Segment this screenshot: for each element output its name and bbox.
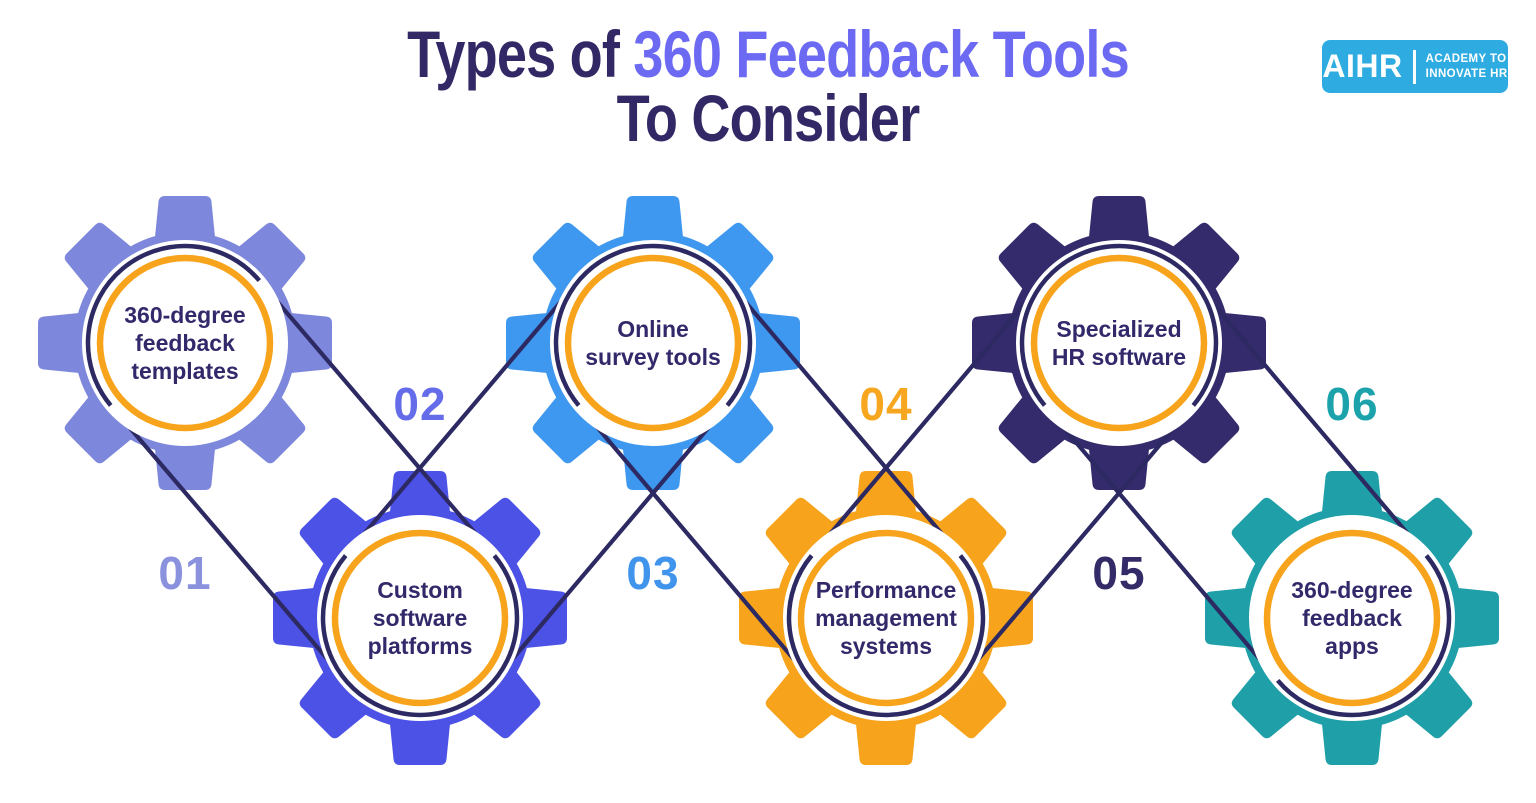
gear-faces bbox=[82, 240, 1455, 721]
gear-5-label: Specialized HR software bbox=[1051, 316, 1187, 370]
belt-line bbox=[492, 403, 730, 683]
step-number-06: 06 bbox=[1325, 378, 1379, 430]
aihr-logo-divider bbox=[1412, 49, 1416, 84]
belt-wrap-arc bbox=[553, 243, 753, 407]
orange-ring bbox=[96, 254, 274, 432]
belt-wrap-arc bbox=[786, 554, 986, 718]
step-number-05: 05 bbox=[1092, 547, 1146, 599]
gear-1-face bbox=[82, 240, 288, 446]
gear-2-face bbox=[317, 515, 523, 721]
belt-line bbox=[343, 278, 581, 558]
gear-1-label: 360-degree feedback templates bbox=[124, 302, 246, 384]
orange-ring bbox=[797, 529, 975, 707]
title-line-1: Types of 360 Feedback Tools bbox=[138, 21, 1398, 87]
title-highlight: 360 Feedback Tools bbox=[633, 17, 1129, 91]
gear-6-face bbox=[1249, 515, 1455, 721]
belt-line bbox=[725, 278, 963, 558]
aihr-logo-tagline: ACADEMY TO INNOVATE HR bbox=[1426, 52, 1508, 81]
aihr-logo: AIHR ACADEMY TO INNOVATE HR bbox=[1322, 40, 1508, 93]
gear-4-face bbox=[783, 515, 989, 721]
orange-ring bbox=[1030, 254, 1208, 432]
belt-wrap-arc bbox=[1019, 243, 1219, 407]
title-prefix: Types of bbox=[407, 17, 634, 91]
belt-line bbox=[809, 278, 1047, 558]
belt-line bbox=[576, 403, 814, 683]
gear-3-label: Online survey tools bbox=[585, 316, 721, 370]
title-line-2: To Consider bbox=[616, 81, 921, 155]
aihr-logo-brand: AIHR bbox=[1322, 48, 1403, 84]
page-title: Types of 360 Feedback Tools To Consider bbox=[0, 21, 1536, 155]
belt-line bbox=[1042, 403, 1280, 683]
gear-3-face bbox=[550, 240, 756, 446]
belt-line bbox=[958, 403, 1196, 683]
gear-2-label: Custom software platforms bbox=[367, 577, 473, 659]
gear-5-face bbox=[1016, 240, 1222, 446]
step-number-02: 02 bbox=[393, 378, 447, 430]
belt-lines bbox=[108, 278, 1429, 683]
orange-ring bbox=[564, 254, 742, 432]
belt-line bbox=[108, 403, 348, 683]
belt-line bbox=[1191, 278, 1429, 558]
aihr-logo-tagline-line2: INNOVATE HR bbox=[1425, 67, 1508, 80]
belt-wrap-arc bbox=[85, 243, 262, 407]
belt-line bbox=[257, 278, 497, 558]
step-number-04: 04 bbox=[859, 378, 913, 430]
aihr-logo-tagline-line1: ACADEMY TO bbox=[1425, 53, 1507, 66]
gear-6-label: 360-degree feedback apps bbox=[1291, 577, 1413, 659]
step-number-03: 03 bbox=[626, 547, 680, 599]
belt-wrap-arc bbox=[1275, 554, 1452, 718]
orange-ring bbox=[1263, 529, 1441, 707]
belt-wrap-arc bbox=[320, 554, 520, 718]
gear-4-label: Performance management systems bbox=[815, 577, 957, 659]
orange-ring bbox=[331, 529, 509, 707]
step-number-01: 01 bbox=[158, 547, 212, 599]
